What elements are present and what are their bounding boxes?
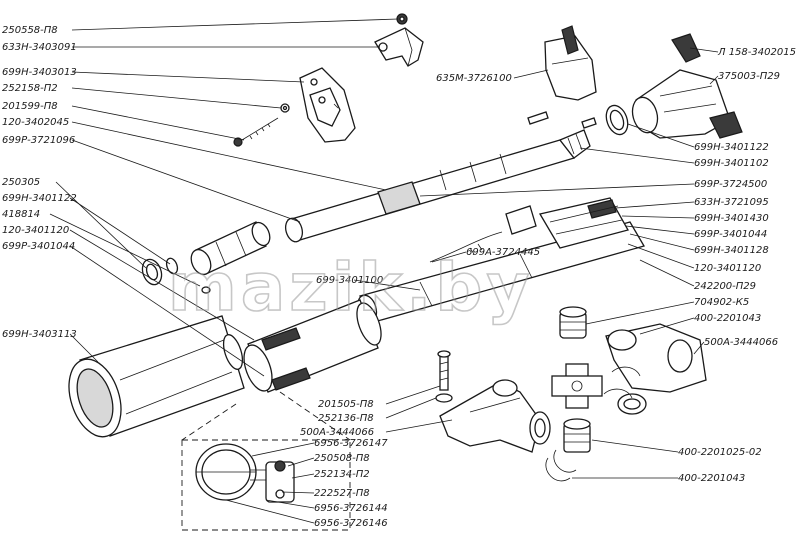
label-699r-3401044-right: 699Р-3401044 xyxy=(694,229,767,240)
part-circlips xyxy=(545,366,641,482)
part-fork-right xyxy=(631,33,743,139)
label-635m-3726100: 635М-3726100 xyxy=(436,73,512,84)
label-222527-p8: 222527-П8 xyxy=(314,488,370,499)
part-washer-small xyxy=(280,103,290,113)
label-201599-p8: 201599-П8 xyxy=(2,101,58,112)
label-400-2201043-bottom: 400-2201043 xyxy=(678,473,745,484)
label-6956-3726146: 6956-3726146 xyxy=(314,518,388,529)
label-6956-3726144: 6956-3726144 xyxy=(314,503,388,514)
leader-lines xyxy=(49,18,719,524)
part-switch-cluster xyxy=(505,197,629,249)
label-418814: 418814 xyxy=(2,209,40,220)
label-6956-3726147: 6956-3726147 xyxy=(314,438,388,449)
label-250508-p8: 250508-П8 xyxy=(314,453,370,464)
label-250558-p8: 250558-П8 xyxy=(2,25,58,36)
label-400-2201043-right: 400-2201043 xyxy=(694,313,761,324)
parts-drawing xyxy=(68,13,743,531)
label-699n-3401102: 699Н-3401102 xyxy=(694,158,769,169)
part-bolt-201505 xyxy=(435,350,453,403)
part-bearing-sleeve xyxy=(190,221,271,276)
label-250305: 250305 xyxy=(2,177,40,188)
label-699n-3401430: 699Н-3401430 xyxy=(694,213,769,224)
part-lever-fork xyxy=(439,379,551,453)
label-699n-3401122-left: 699Н-3401122 xyxy=(2,193,77,204)
label-699-3401100: 699-3401100 xyxy=(316,275,383,286)
part-cross-spider xyxy=(551,363,603,409)
part-yoke-right xyxy=(605,323,707,415)
part-clamp-upper xyxy=(299,67,356,143)
label-699n-3401122-right: 699Н-3401122 xyxy=(694,142,769,153)
label-252134-p2: 252134-П2 xyxy=(314,469,370,480)
part-upper-shaft xyxy=(284,129,591,243)
label-400-2201025-02: 400-2201025-02 xyxy=(678,447,762,458)
part-cone-boot xyxy=(68,315,245,438)
part-long-bolt xyxy=(233,117,279,147)
label-633n-3721095: 633Н-3721095 xyxy=(694,197,769,208)
label-120-3402045: 120-3402045 xyxy=(2,117,69,128)
label-633n-3403091: 633Н-3403091 xyxy=(2,42,77,53)
label-500a-3444066-right: 500А-3444066 xyxy=(704,337,778,348)
label-699r-3724500: 699Р-3724500 xyxy=(694,179,767,190)
part-key-piece xyxy=(527,111,597,129)
inset-box xyxy=(181,391,351,531)
label-704902-k5: 704902-К5 xyxy=(694,297,749,308)
label-201505-p8: 201505-П8 xyxy=(318,399,374,410)
label-375003-p29: 375003-П29 xyxy=(718,71,780,82)
part-ring-left xyxy=(141,257,179,286)
label-120-3401120-left: 120-3401120 xyxy=(2,225,69,236)
label-699n-3403113: 699Н-3403113 xyxy=(2,329,77,340)
label-699r-3721096: 699Р-3721096 xyxy=(2,135,75,146)
part-bushing xyxy=(559,306,587,339)
label-699a-3724445: 699А-3724445 xyxy=(466,247,540,258)
part-labels: 250558-П8 633Н-3403091 699Н-3403013 2521… xyxy=(2,25,796,529)
label-252136-p8: 252136-П8 xyxy=(318,413,374,424)
label-699r-3401044-left: 699Р-3401044 xyxy=(2,241,75,252)
label-242200-p29: 242200-П29 xyxy=(694,281,756,292)
watermark: mazik.by xyxy=(168,249,534,326)
part-wire xyxy=(429,231,503,263)
part-bracket-top xyxy=(374,27,424,67)
part-ring-right xyxy=(605,104,629,136)
part-bearing-cup xyxy=(563,418,591,453)
part-lower-housing xyxy=(243,299,382,393)
label-l158-3402015: Л 158-3402015 xyxy=(717,47,796,58)
label-500a-3444066-mid: 500А-3444066 xyxy=(300,427,374,438)
part-horn-cover xyxy=(544,25,597,101)
part-small-bits xyxy=(201,103,339,294)
label-699n-3403013: 699Н-3403013 xyxy=(2,67,77,78)
label-699n-3401128: 699Н-3401128 xyxy=(694,245,769,256)
part-top-ball-nut xyxy=(396,13,408,25)
label-252158-p2: 252158-П2 xyxy=(2,83,58,94)
label-120-3401120-right: 120-3401120 xyxy=(694,263,761,274)
